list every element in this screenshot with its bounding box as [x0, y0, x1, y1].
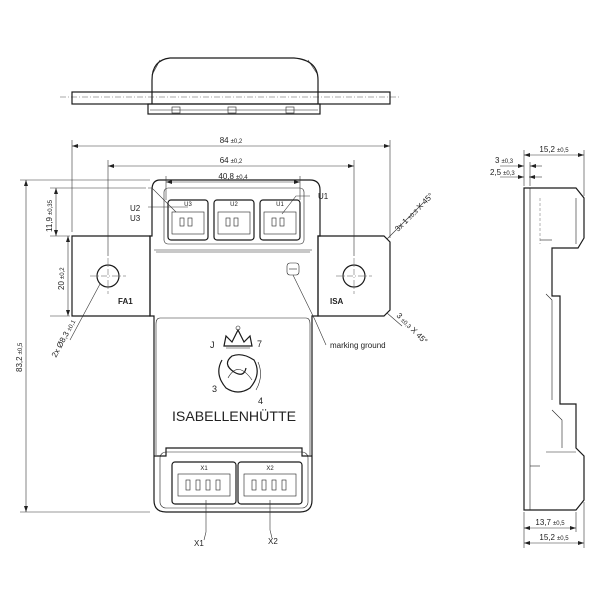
connector-label-x2: X2 — [266, 466, 274, 472]
dim-side-13-7: 13,7±0,5 — [535, 518, 565, 527]
left-hole — [96, 264, 120, 288]
hole-note: 2x Ø8,3±0,1 — [50, 317, 78, 359]
dim-83-2: 83,2±0,5 — [15, 342, 24, 372]
connector-label-u2: U2 — [230, 202, 238, 208]
dim-side-15-2-top: 15,2±0,5 — [539, 145, 569, 154]
dim-side-15-2-bottom: 15,2±0,5 — [539, 533, 569, 542]
side-dimensions — [500, 150, 585, 548]
front-view: U3 U2 U1 J 7 3 4 ISABELLENHÜTTE — [71, 179, 391, 541]
dim-20: 20±0,2 — [57, 267, 66, 290]
callout-u3: U3 — [130, 214, 141, 223]
crest-logo — [218, 325, 261, 393]
dim-side-2-5: 2,5±0,3 — [490, 168, 515, 177]
connector-u3 — [167, 199, 209, 241]
top-view — [60, 57, 400, 115]
dim-11-9: 11,9±0,35 — [45, 199, 54, 232]
connector-label-u1: U1 — [276, 202, 284, 208]
left-tab — [71, 235, 151, 317]
dim-84: 84±0,2 — [220, 136, 243, 145]
connector-u2 — [213, 199, 255, 241]
brand-name: ISABELLENHÜTTE — [172, 407, 296, 424]
connector-x1 — [171, 461, 237, 505]
front-dimensions — [20, 140, 425, 513]
logo-letter-7: 7 — [257, 339, 262, 349]
side-dimension-labels: 15,2±0,5 3±0,3 2,5±0,3 13,7±0,5 15,2±0,5 — [490, 145, 569, 542]
side-view — [523, 187, 585, 511]
connector-label-u3: U3 — [184, 202, 192, 208]
callout-u1: U1 — [318, 192, 329, 201]
logo-letter-3: 3 — [212, 384, 217, 394]
dim-40-8: 40,8±0,4 — [218, 172, 248, 181]
callout-x2: X2 — [268, 537, 278, 546]
connector-label-x1: X1 — [200, 466, 208, 472]
module-body — [149, 179, 321, 513]
connector-u1 — [259, 199, 301, 241]
tab-label-isa: ISA — [330, 297, 344, 306]
callout-u2: U2 — [130, 204, 141, 213]
dim-64: 64±0,2 — [220, 156, 243, 165]
dim-side-3: 3±0,3 — [495, 156, 514, 165]
marking-ground-label: marking ground — [330, 341, 386, 350]
chamfer-bottom-note: 3±0,3 X 45° — [395, 311, 430, 346]
callout-x1: X1 — [194, 539, 204, 548]
tab-label-fa1: FA1 — [118, 297, 133, 306]
chamfer-top-note: 3x 1±0,3 X 45° — [393, 191, 435, 233]
logo-letter-4: 4 — [258, 396, 263, 406]
logo-letter-j: J — [210, 340, 215, 350]
right-hole — [342, 264, 366, 288]
